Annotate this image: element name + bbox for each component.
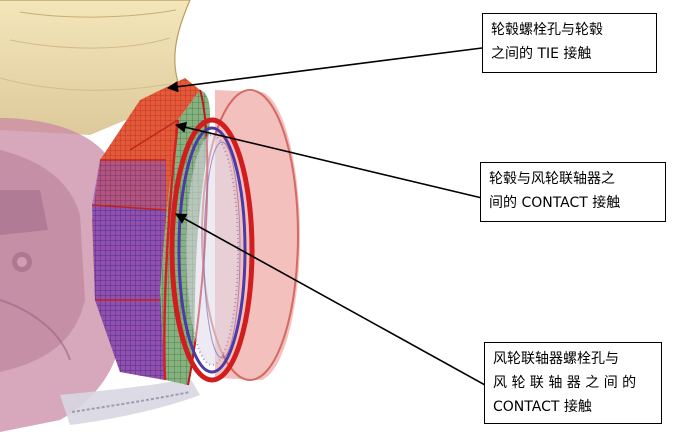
coupling-inner-ring (169, 117, 255, 383)
hub-body (0, 118, 122, 432)
arrow-contact1 (174, 121, 483, 199)
callout-tie-contact: 轮毂螺栓孔与轮毂 之间的 TIE 接触 (482, 13, 657, 73)
bolt-ring-mesh (91, 78, 200, 380)
callout-bolt-hole-contact: 风轮联轴器螺栓孔与 风 轮 联 轴 器 之 间 的 CONTACT 接触 (484, 342, 662, 424)
arrow-contact2 (175, 213, 486, 386)
arrow-tie (166, 47, 483, 93)
leader-arrows (166, 47, 486, 386)
bottom-flange (60, 378, 200, 425)
callout-hub-coupling-contact: 轮毂与风轮联轴器之 间的 CONTACT 接触 (480, 162, 666, 222)
